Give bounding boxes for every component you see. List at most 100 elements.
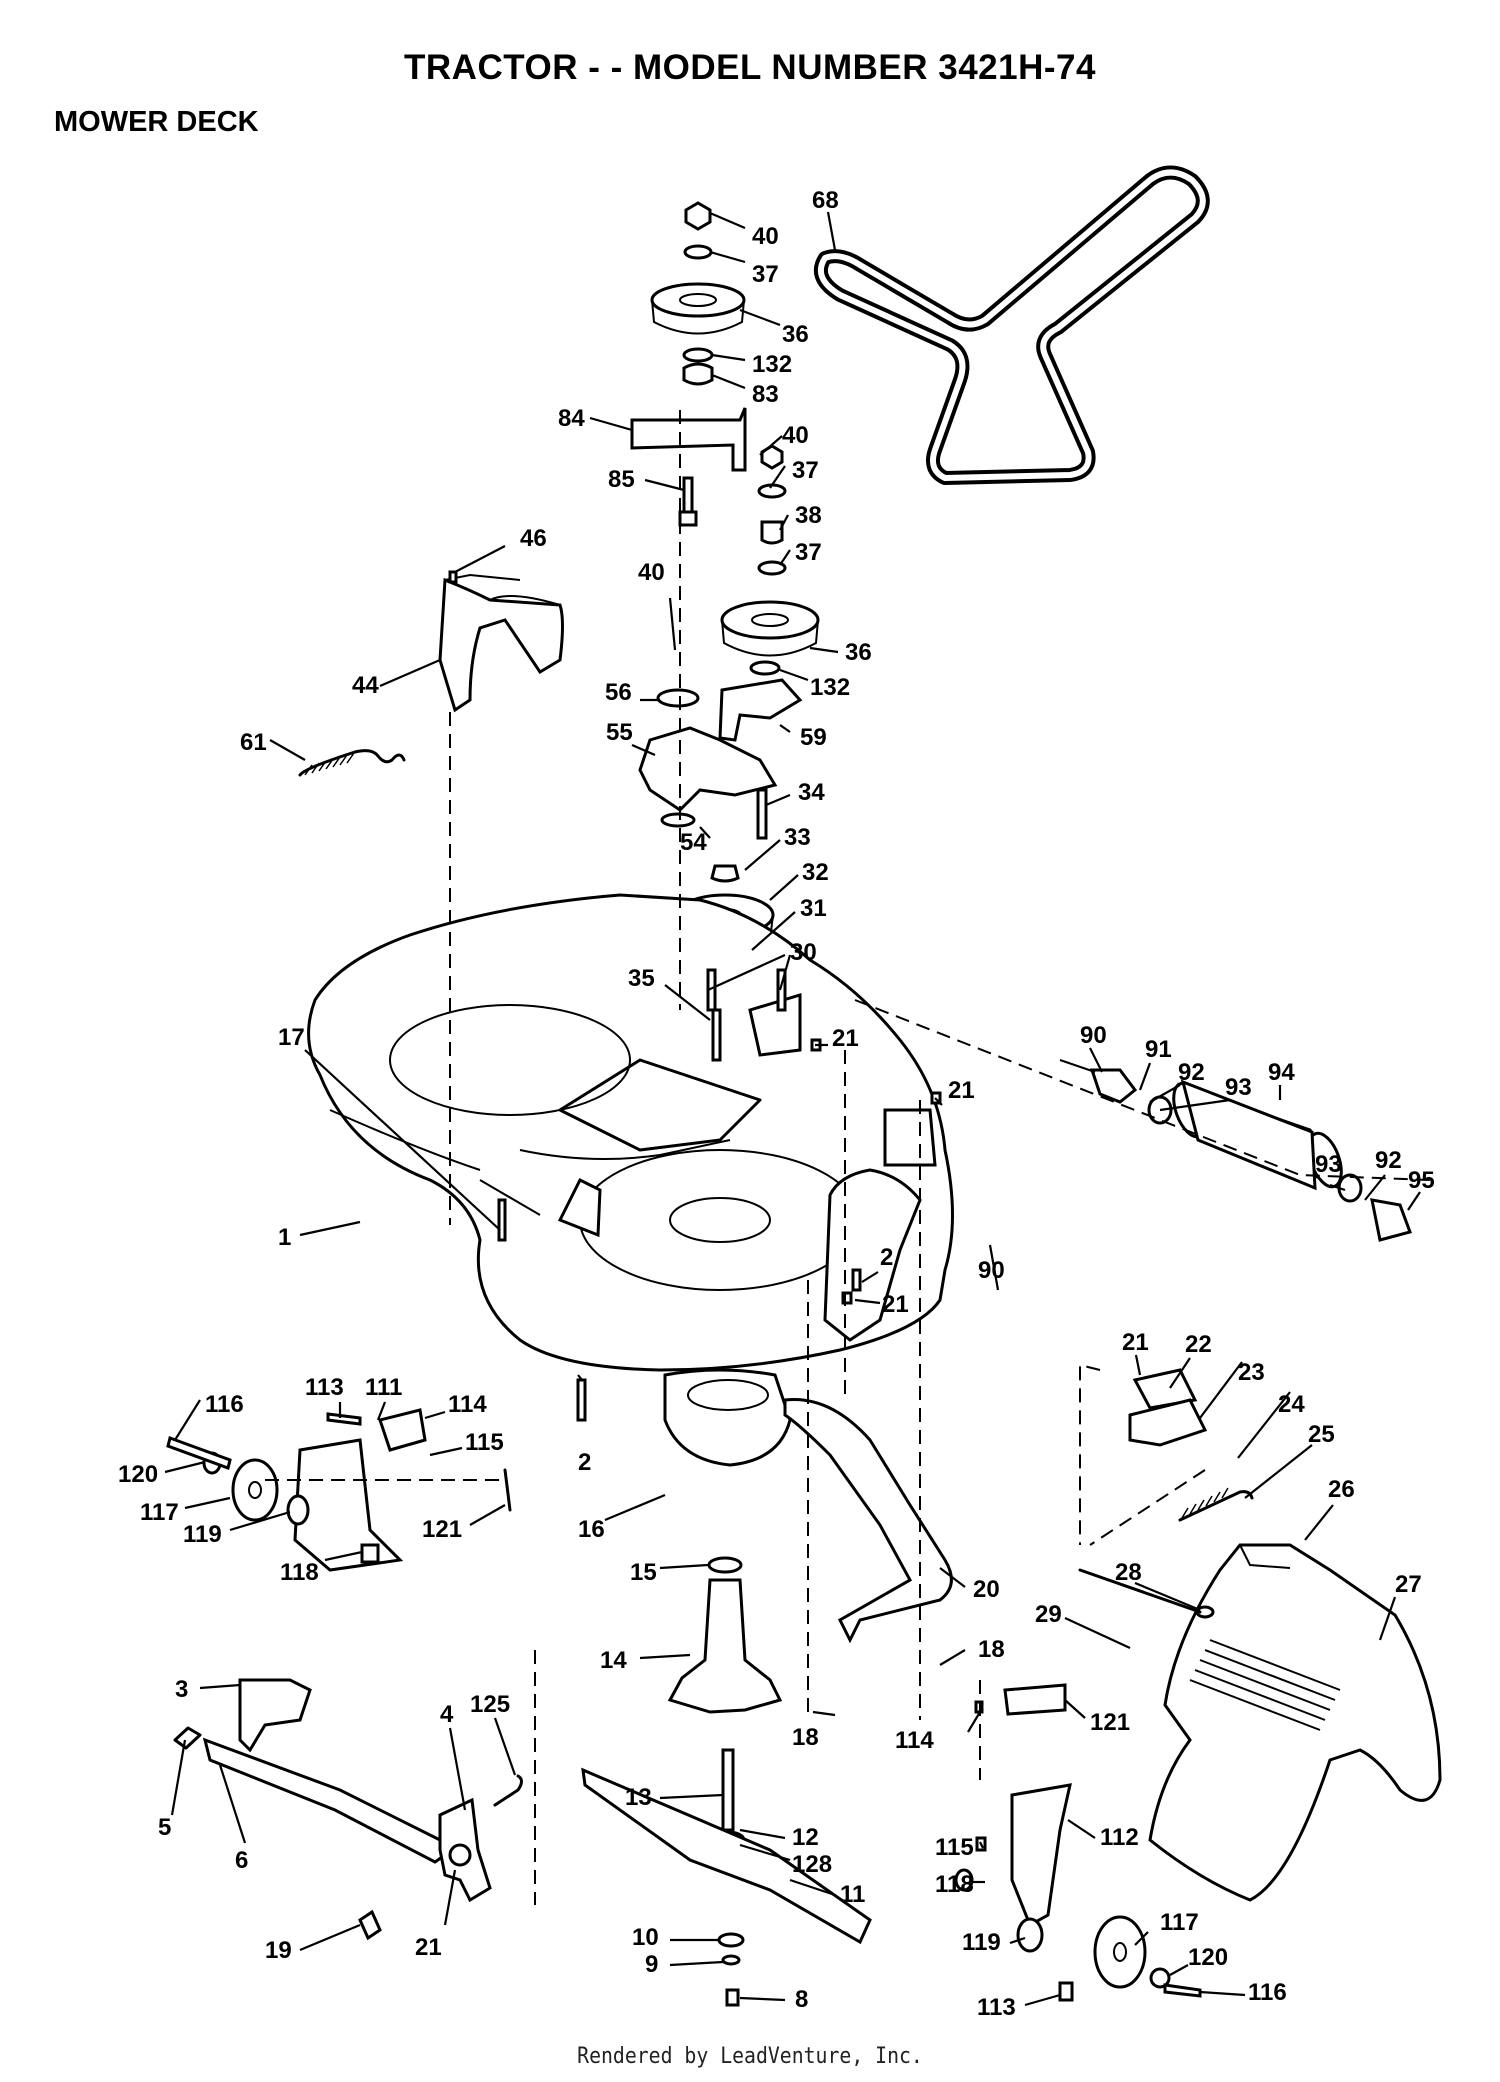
- callout-37: 37: [752, 261, 779, 288]
- callout-120: 120: [1188, 1944, 1228, 1971]
- callout-94: 94: [1268, 1059, 1295, 1086]
- discharge-chute-27: [1078, 1543, 1442, 1902]
- gauge-wheel-left: [166, 1408, 512, 1572]
- callout-27: 27: [1395, 1571, 1422, 1598]
- callout-68: 68: [812, 187, 839, 214]
- callout-16: 16: [578, 1516, 605, 1543]
- callout-83: 83: [752, 381, 779, 408]
- callout-116: 116: [1248, 1979, 1287, 2006]
- lift-linkage: [173, 1678, 523, 1941]
- callout-19: 19: [265, 1937, 292, 1964]
- callout-labels: 68 40 37 36 132 83 84 85 40 37 38 37 46 …: [118, 187, 1435, 2021]
- callout-92: 92: [1375, 1147, 1402, 1174]
- callout-56: 56: [605, 679, 632, 706]
- callout-44: 44: [352, 672, 379, 699]
- callout-2: 2: [578, 1449, 591, 1476]
- callout-128: 128: [792, 1851, 832, 1878]
- callout-91: 91: [1145, 1036, 1172, 1063]
- callout-116: 116: [205, 1391, 244, 1418]
- callout-9: 9: [645, 1951, 658, 1978]
- callout-23: 23: [1238, 1359, 1265, 1386]
- callout-115: 115: [465, 1429, 504, 1456]
- callout-119: 119: [962, 1929, 1001, 1956]
- callout-36: 36: [845, 639, 872, 666]
- callout-121: 121: [422, 1516, 462, 1543]
- callout-115: 115: [935, 1834, 974, 1861]
- callout-17: 17: [278, 1024, 305, 1051]
- callout-36: 36: [782, 321, 809, 348]
- belt-cover-44: [438, 570, 564, 713]
- callout-118: 118: [280, 1559, 319, 1586]
- callout-21: 21: [1122, 1329, 1149, 1356]
- idler-stack-top: [630, 201, 747, 527]
- callout-37: 37: [795, 539, 822, 566]
- callout-11: 11: [840, 1881, 865, 1908]
- callout-22: 22: [1185, 1331, 1212, 1358]
- callout-93: 93: [1315, 1151, 1342, 1178]
- callout-10: 10: [632, 1924, 659, 1951]
- callout-90: 90: [978, 1257, 1005, 1284]
- callout-21: 21: [948, 1077, 975, 1104]
- callout-26: 26: [1328, 1476, 1355, 1503]
- callout-61: 61: [240, 729, 267, 756]
- render-credit: Rendered by LeadVenture, Inc.: [577, 2044, 923, 2069]
- callout-28: 28: [1115, 1559, 1142, 1586]
- callout-119: 119: [183, 1521, 222, 1548]
- callout-117: 117: [1160, 1909, 1199, 1936]
- callout-15: 15: [630, 1559, 657, 1586]
- callout-117: 117: [140, 1499, 179, 1526]
- callout-12: 12: [792, 1824, 819, 1851]
- idler-arm-55: [638, 688, 778, 840]
- callout-38: 38: [795, 502, 822, 529]
- callout-32: 32: [802, 859, 829, 886]
- callout-118: 118: [935, 1871, 974, 1898]
- callout-35: 35: [628, 965, 655, 992]
- callout-125: 125: [470, 1691, 510, 1718]
- leader-lines: [164, 211, 1421, 2007]
- callout-8: 8: [795, 1986, 808, 2013]
- part-drawings: [166, 165, 1442, 2007]
- callout-55: 55: [606, 719, 633, 746]
- callout-21: 21: [415, 1934, 442, 1961]
- callout-120: 120: [118, 1461, 158, 1488]
- spring-61: [298, 749, 406, 777]
- page-title: TRACTOR - - MODEL NUMBER 3421H-74: [404, 48, 1096, 87]
- callout-111: 111: [365, 1374, 402, 1401]
- callout-54: 54: [680, 829, 707, 856]
- callout-25: 25: [1308, 1421, 1335, 1448]
- bracket-and-spring: [1128, 1368, 1254, 1522]
- callout-37: 37: [792, 457, 819, 484]
- callout-90: 90: [1080, 1022, 1107, 1049]
- callout-18: 18: [978, 1636, 1005, 1663]
- callout-14: 14: [600, 1647, 627, 1674]
- callout-59: 59: [800, 724, 827, 751]
- callout-132: 132: [752, 351, 792, 378]
- callout-33: 33: [784, 824, 811, 851]
- callout-3: 3: [175, 1676, 188, 1703]
- callout-6: 6: [235, 1847, 248, 1874]
- callout-34: 34: [798, 779, 825, 806]
- callout-92: 92: [1178, 1059, 1205, 1086]
- callout-24: 24: [1278, 1391, 1305, 1418]
- belt-68: [814, 165, 1210, 485]
- callout-113: 113: [305, 1374, 344, 1401]
- callout-2: 2: [880, 1244, 893, 1271]
- callout-132: 132: [810, 674, 850, 701]
- callout-46: 46: [520, 525, 547, 552]
- gauge-wheel-right: [954, 1683, 1202, 2002]
- spindle-assembly: [581, 1368, 872, 2007]
- callout-40: 40: [752, 223, 779, 250]
- callout-113: 113: [977, 1994, 1016, 2021]
- callout-13: 13: [625, 1784, 652, 1811]
- callout-30: 30: [790, 939, 817, 966]
- callout-84: 84: [558, 405, 585, 432]
- callout-121: 121: [1090, 1709, 1130, 1736]
- callout-112: 112: [1100, 1824, 1139, 1851]
- alignment-lines: [265, 410, 1431, 1905]
- callout-40: 40: [782, 422, 809, 449]
- callout-1: 1: [278, 1224, 291, 1251]
- callout-93: 93: [1225, 1074, 1252, 1101]
- section-title: MOWER DECK: [54, 106, 259, 138]
- baffle-20: [783, 1398, 953, 1644]
